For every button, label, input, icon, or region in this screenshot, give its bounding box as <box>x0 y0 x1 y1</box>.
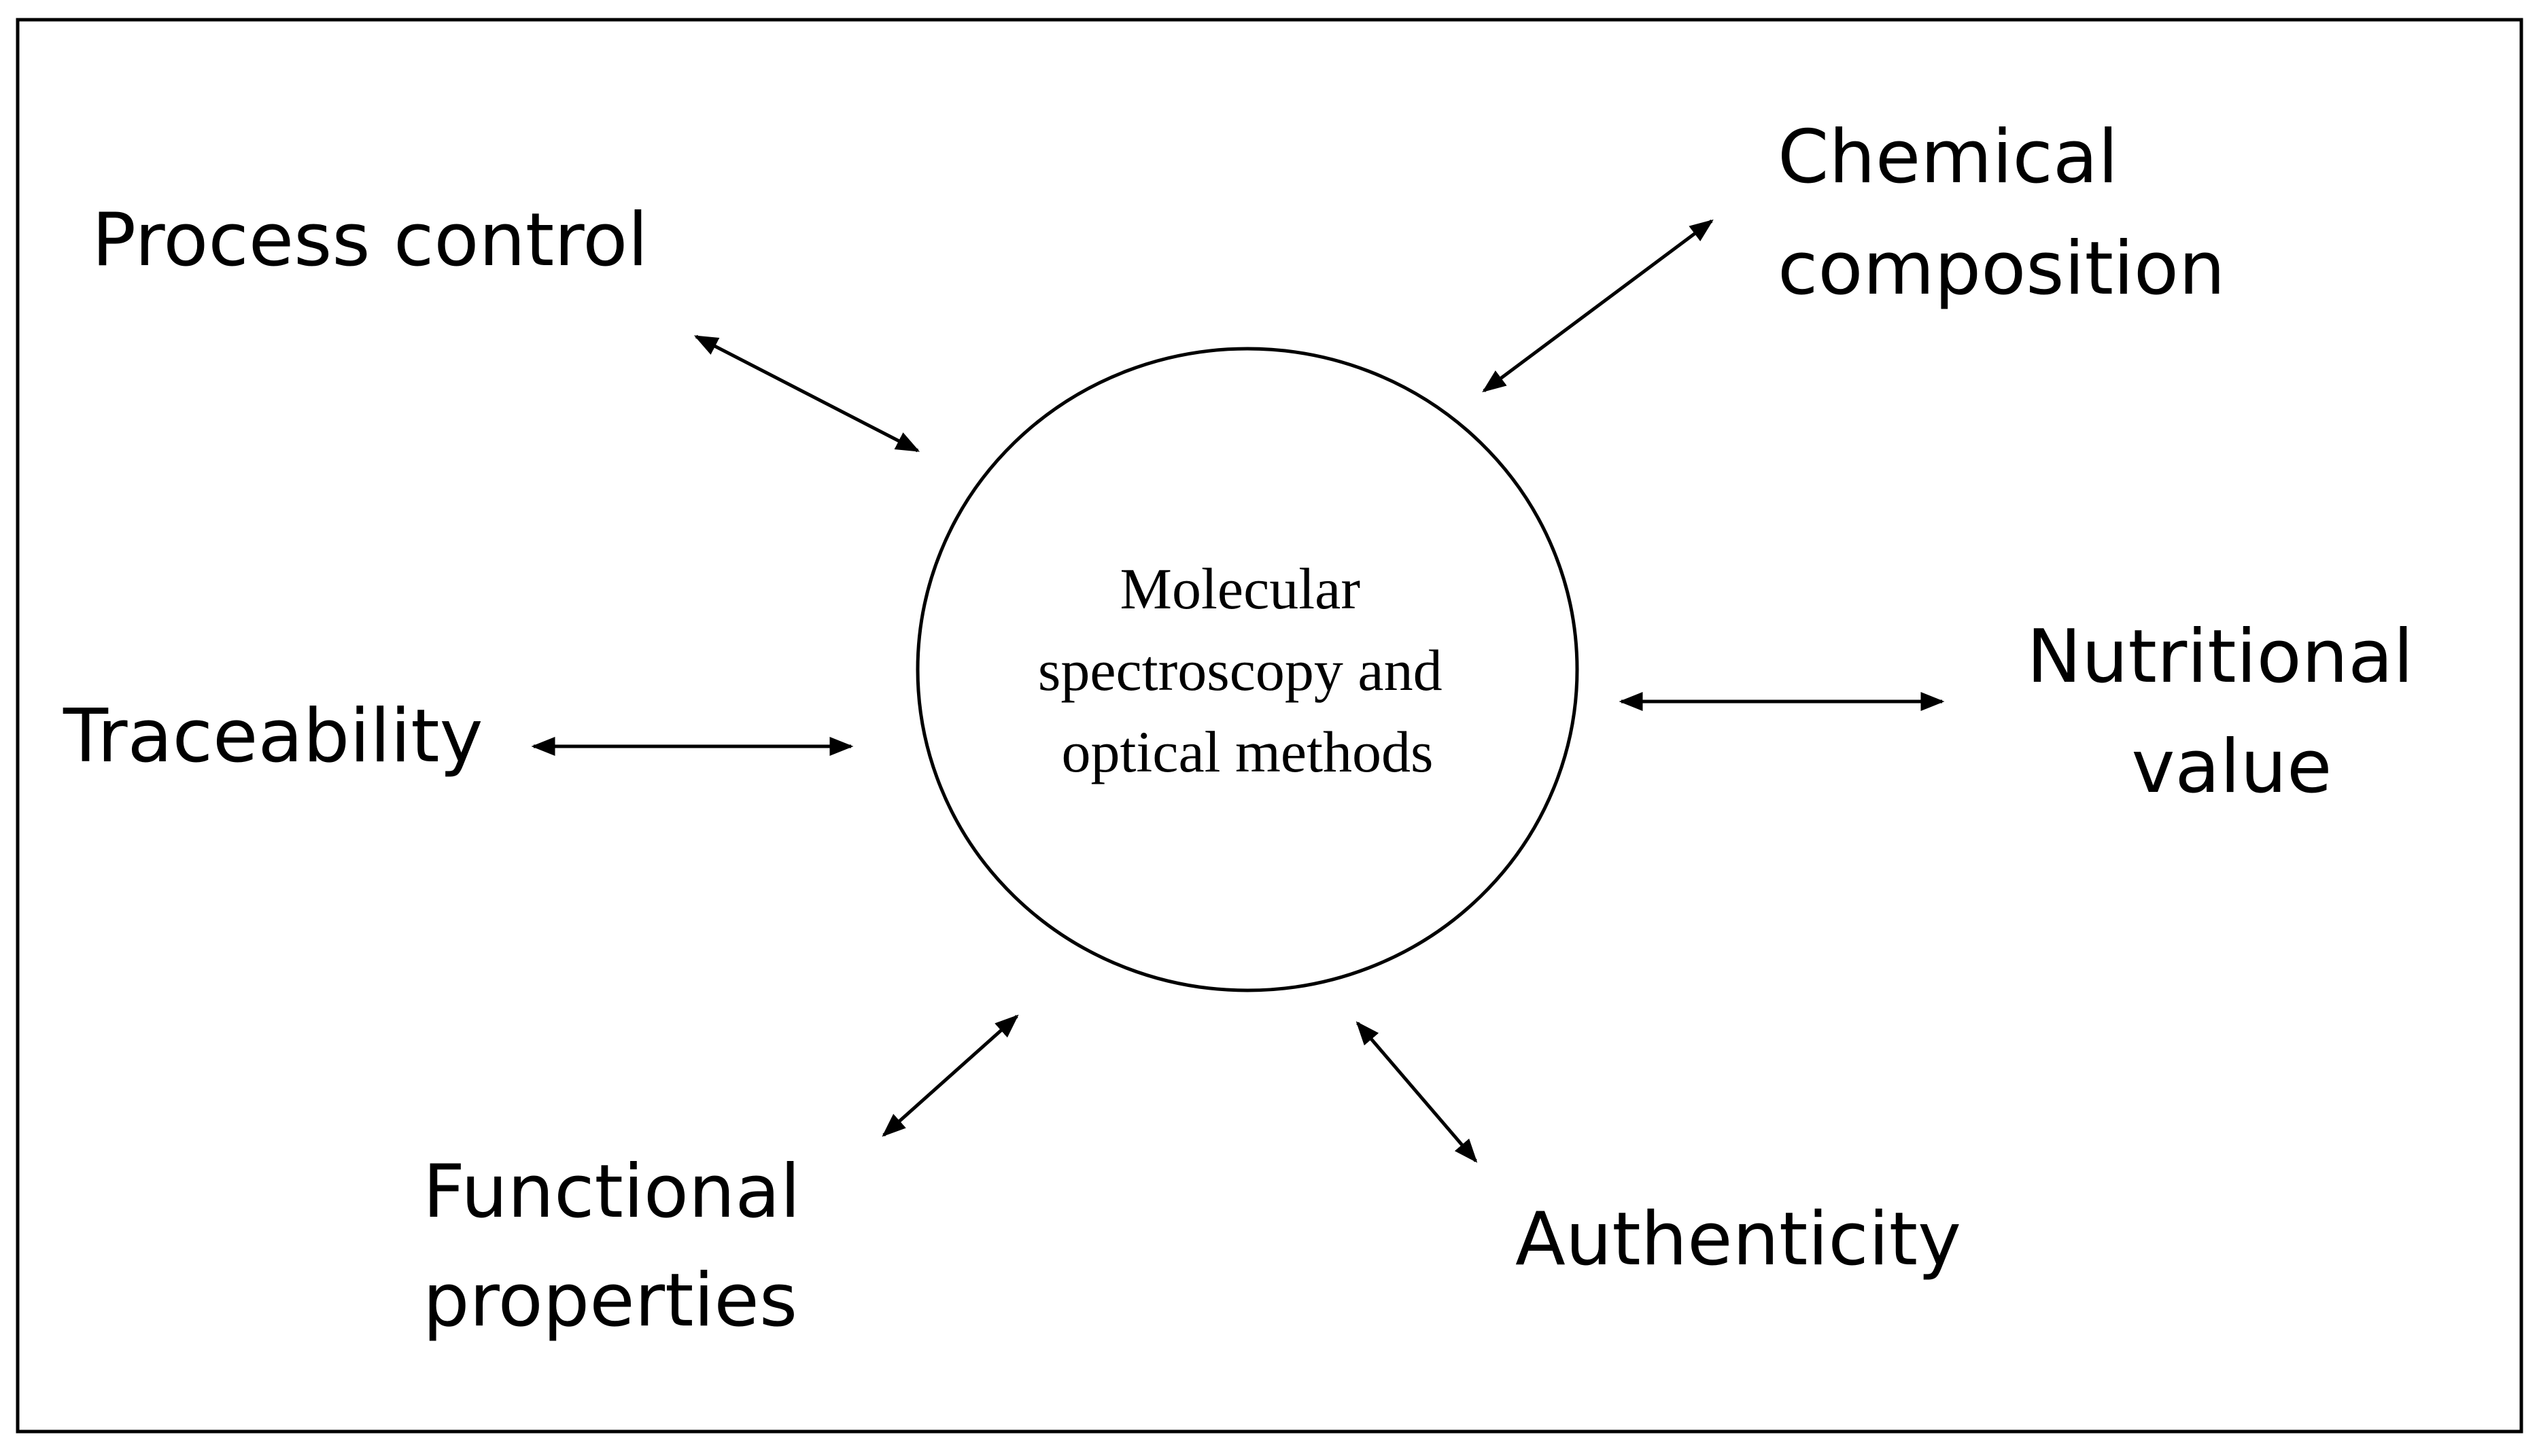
center-circle <box>916 347 1579 992</box>
label-chemical-composition: Chemical composition <box>1778 115 2225 311</box>
label-process-control: Process control <box>92 198 648 283</box>
label-chemical-composition-line-1: Chemical <box>1778 115 2118 200</box>
label-traceability: Traceability <box>63 694 483 779</box>
arrow-authenticity <box>1355 1021 1478 1163</box>
label-authenticity: Authenticity <box>1515 1197 1961 1282</box>
arrow-functional-properties <box>882 1014 1019 1137</box>
arrow-process-control <box>693 334 920 453</box>
label-nutritional-value-line-2: value <box>2132 725 2332 810</box>
center-label-line-2: spectroscopy and <box>1038 638 1443 703</box>
arrow-chemical-composition <box>1482 219 1714 393</box>
label-nutritional-value-line-1: Nutritional <box>2026 614 2413 699</box>
label-functional-properties-line-1: Functional <box>423 1149 801 1234</box>
label-functional-properties: Functional properties <box>423 1149 824 1343</box>
center-label-line-1: Molecular <box>1120 556 1360 621</box>
label-functional-properties-line-2: properties <box>423 1258 797 1343</box>
center-label-line-3: optical methods <box>1062 719 1434 784</box>
diagram-frame <box>16 18 2523 1434</box>
center-label: Molecular spectroscopy and optical metho… <box>1038 556 1457 784</box>
label-nutritional-value: Nutritional value <box>2026 614 2436 810</box>
label-chemical-composition-line-2: composition <box>1778 226 2225 311</box>
